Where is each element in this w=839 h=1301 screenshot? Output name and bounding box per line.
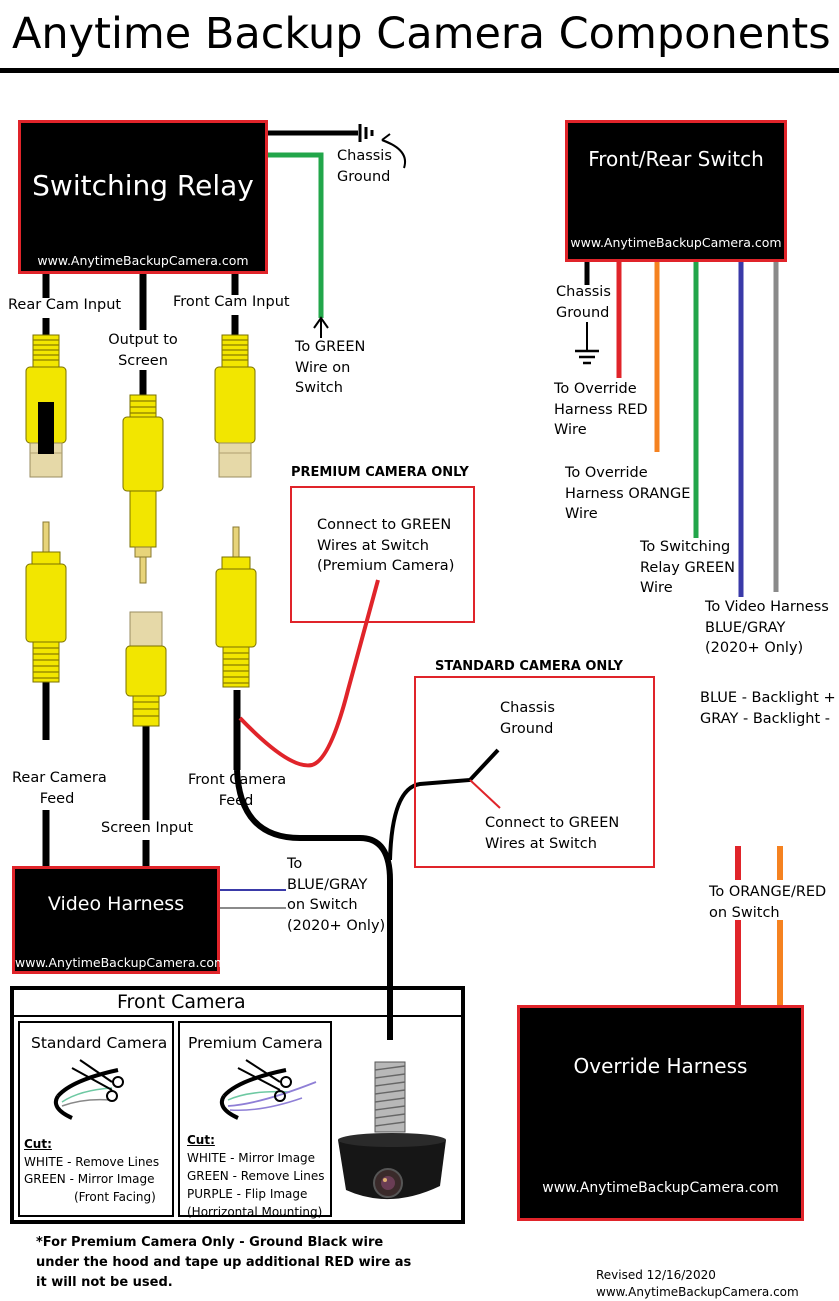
front-camera-heading: Front Camera — [117, 991, 246, 1013]
front-rear-switch-box: Front/Rear Switch www.AnytimeBackupCamer… — [565, 120, 787, 262]
standard-camera-heading: Standard Camera — [31, 1034, 168, 1052]
page-title: Anytime Backup Camera Components — [12, 9, 831, 59]
switching-relay-label: Switching Relay — [32, 169, 254, 202]
premium-ground-note: *For Premium Camera Only - Ground Black … — [36, 1235, 412, 1290]
premium-only-heading: PREMIUM CAMERA ONLY — [291, 465, 469, 480]
scissors-icon — [219, 1059, 317, 1120]
override-harness-label: Override Harness — [573, 1054, 748, 1078]
front-cam-input-label: Front Cam Input — [173, 294, 290, 310]
override-website-label: www.AnytimeBackupCamera.com — [542, 1180, 779, 1196]
rear-cam-input-label: Rear Cam Input — [8, 297, 122, 313]
standard-only-heading: STANDARD CAMERA ONLY — [435, 659, 623, 674]
rear-feed-male-connector — [25, 521, 67, 683]
override-harness-box: Override Harness www.AnytimeBackupCamera… — [517, 1005, 804, 1221]
scissors-icon — [53, 1059, 124, 1120]
standard-cut-list: Cut: WHITE - Remove Lines GREEN - Mirror… — [24, 1137, 160, 1204]
switch-website-label: www.AnytimeBackupCamera.com — [570, 235, 782, 250]
backlight-legend: BLUE - Backlight +GRAY - Backlight - — [700, 690, 836, 727]
front-camera-icon — [338, 1061, 446, 1200]
video-harness-label: Video Harness — [47, 893, 185, 915]
premium-cut-list: Cut: WHITE - Mirror Image GREEN - Remove… — [187, 1133, 325, 1219]
title-underline — [0, 68, 839, 73]
screen-input-label: Screen Input — [101, 820, 194, 836]
premium-camera-heading: Premium Camera — [188, 1034, 323, 1052]
switching-relay-box: Switching Relay www.AnytimeBackupCamera.… — [18, 120, 268, 274]
front-rear-switch-label: Front/Rear Switch — [588, 147, 764, 171]
video-harness-box: Video Harness www.AnytimeBackupCamera.co… — [12, 866, 227, 974]
video-harness-website-label: www.AnytimeBackupCamera.com — [15, 955, 227, 970]
relay-website-label: www.AnytimeBackupCamera.com — [37, 253, 249, 268]
